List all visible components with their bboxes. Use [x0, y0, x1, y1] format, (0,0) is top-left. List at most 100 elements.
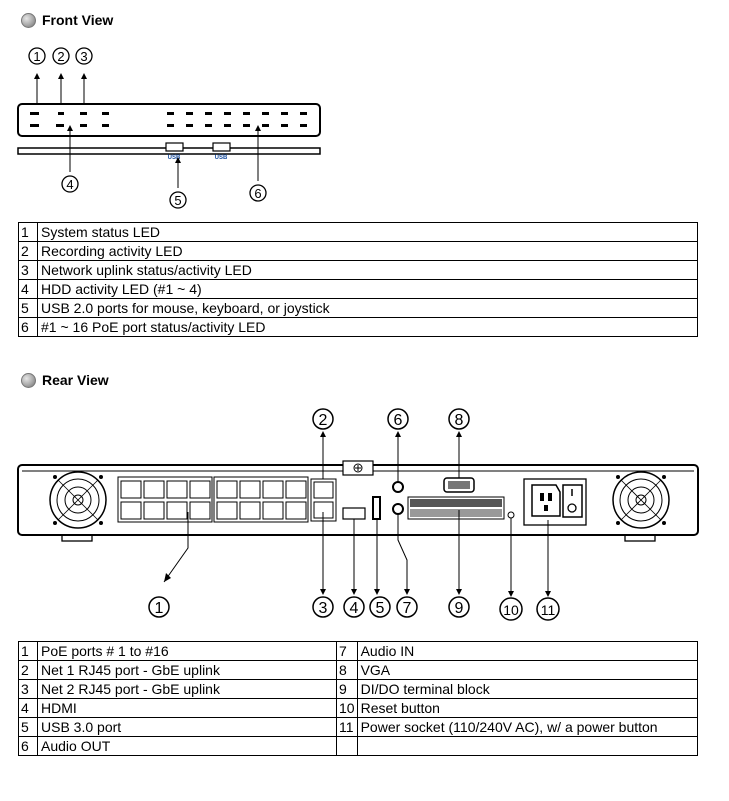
item-description: #1 ~ 16 PoE port status/activity LED — [37, 317, 698, 337]
table-row: 4 HDD activity LED (#1 ~ 4) — [18, 279, 698, 299]
svg-text:USB: USB — [168, 155, 181, 161]
item-description: DI/DO terminal block — [356, 679, 699, 699]
rear-callout-8: 8 — [448, 408, 470, 430]
rear-callout-7: 7 — [396, 596, 418, 618]
svg-text:4: 4 — [350, 600, 359, 617]
table-row: 6 #1 ~ 16 PoE port status/activity LED — [18, 317, 698, 337]
item-number: 3 — [18, 260, 38, 280]
rear-callout-11: 11 — [536, 597, 560, 621]
table-row: 5 USB 3.0 port 11 Power socket (110/240V… — [18, 717, 699, 737]
svg-text:8: 8 — [455, 412, 464, 429]
table-row: 2 Net 1 RJ45 port - GbE uplink 8 VGA — [18, 660, 699, 680]
right-fan — [612, 471, 670, 529]
table-row: 4 HDMI 10 Reset button — [18, 698, 699, 718]
item-description: Recording activity LED — [37, 241, 698, 261]
rear-callout-9: 9 — [448, 596, 470, 618]
item-description: VGA — [356, 660, 699, 680]
item-number: 6 — [18, 317, 38, 337]
item-description — [356, 736, 699, 756]
item-description: Net 1 RJ45 port - GbE uplink — [37, 660, 337, 680]
item-number: 4 — [18, 698, 38, 718]
table-row: 1 System status LED — [18, 222, 698, 242]
front-usb-port-1: USB — [165, 142, 184, 161]
item-number: 9 — [336, 679, 358, 699]
front-callout-5: 5 — [169, 191, 187, 209]
front-view-title: Front View — [42, 12, 114, 28]
item-description: Audio IN — [356, 641, 699, 661]
rear-view-title: Rear View — [42, 372, 109, 388]
item-number: 7 — [336, 641, 358, 661]
item-description: Power socket (110/240V AC), w/ a power b… — [356, 717, 699, 737]
item-description: Network uplink status/activity LED — [37, 260, 698, 280]
item-description: PoE ports # 1 to #16 — [37, 641, 337, 661]
item-number: 4 — [18, 279, 38, 299]
item-number: 2 — [18, 660, 38, 680]
item-description: Audio OUT — [37, 736, 337, 756]
item-number: 8 — [336, 660, 358, 680]
item-description: System status LED — [37, 222, 698, 242]
rear-callout-5: 5 — [369, 596, 391, 618]
rear-callout-2: 2 — [312, 408, 334, 430]
svg-text:11: 11 — [541, 602, 556, 618]
svg-text:2: 2 — [319, 412, 328, 429]
rear-view-table: 1 PoE ports # 1 to #16 7 Audio IN 2 Net … — [18, 641, 699, 756]
item-number: 5 — [18, 298, 38, 318]
svg-text:USB: USB — [215, 155, 228, 161]
svg-text:6: 6 — [394, 412, 403, 429]
svg-text:5: 5 — [376, 600, 385, 617]
svg-text:7: 7 — [403, 600, 412, 617]
svg-text:3: 3 — [319, 600, 328, 617]
item-description: USB 3.0 port — [37, 717, 337, 737]
front-led-group-left — [30, 112, 109, 127]
table-row: 5 USB 2.0 ports for mouse, keyboard, or … — [18, 298, 698, 318]
svg-text:9: 9 — [455, 600, 464, 617]
rear-hdmi-port — [342, 507, 366, 520]
svg-text:6: 6 — [254, 186, 261, 201]
item-description: Net 2 RJ45 port - GbE uplink — [37, 679, 337, 699]
rear-dio-terminal-block — [407, 496, 505, 520]
item-number: 5 — [18, 717, 38, 737]
item-number: 2 — [18, 241, 38, 261]
item-number: 11 — [336, 717, 358, 737]
table-row: 1 PoE ports # 1 to #16 7 Audio IN — [18, 641, 699, 661]
section-bullet-icon — [21, 372, 36, 388]
rear-callout-4: 4 — [343, 596, 365, 618]
rear-rj45-uplink-ports — [310, 478, 337, 522]
item-description: HDD activity LED (#1 ~ 4) — [37, 279, 698, 299]
table-row: 3 Network uplink status/activity LED — [18, 260, 698, 280]
item-description: HDMI — [37, 698, 337, 718]
table-row: 3 Net 2 RJ45 port - GbE uplink 9 DI/DO t… — [18, 679, 699, 699]
svg-text:4: 4 — [66, 177, 73, 192]
item-number: 6 — [18, 736, 38, 756]
rear-callout-6: 6 — [387, 408, 409, 430]
item-number: 10 — [336, 698, 358, 718]
front-callout-2: 2 — [52, 47, 70, 65]
item-number: 3 — [18, 679, 38, 699]
rear-view-heading: Rear View — [21, 372, 109, 388]
item-number: 1 — [18, 222, 38, 242]
svg-text:2: 2 — [57, 49, 64, 64]
front-callout-3: 3 — [75, 47, 93, 65]
front-view-diagram: 1 2 3 USB USB — [17, 47, 321, 209]
front-callout-4: 4 — [61, 175, 79, 193]
front-view-table: 1 System status LED 2 Recording activity… — [18, 222, 698, 337]
front-panel — [17, 103, 321, 137]
rear-view-diagram: 2 6 8 1 3 4 5 7 9 10 11 — [17, 408, 699, 621]
left-fan — [49, 471, 107, 529]
rear-callout-3: 3 — [312, 596, 334, 618]
section-bullet-icon — [21, 12, 36, 28]
svg-text:3: 3 — [80, 49, 87, 64]
item-number: 1 — [18, 641, 38, 661]
item-description: Reset button — [356, 698, 699, 718]
rear-power-socket — [523, 478, 587, 526]
front-usb-port-2: USB — [212, 142, 231, 161]
front-poe-led-grid — [167, 112, 307, 127]
item-number — [336, 736, 358, 756]
table-row: 2 Recording activity LED — [18, 241, 698, 261]
svg-text:1: 1 — [33, 49, 40, 64]
svg-text:5: 5 — [174, 193, 181, 208]
rear-audio-out-jack — [392, 481, 404, 493]
svg-text:1: 1 — [155, 600, 164, 617]
front-view-heading: Front View — [21, 12, 113, 28]
front-callout-1: 1 — [28, 47, 46, 65]
